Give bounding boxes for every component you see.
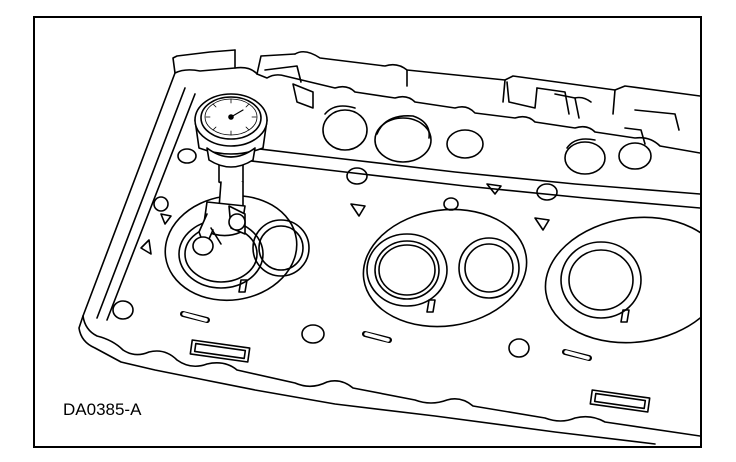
figure-frame: DA0385-A xyxy=(33,16,702,448)
bolt-holes-and-passages xyxy=(112,148,651,413)
figure-code-label: DA0385-A xyxy=(63,400,142,419)
cylinder-head-body xyxy=(78,49,700,445)
back-openings xyxy=(292,83,652,175)
cylinder-head-illustration xyxy=(78,49,700,445)
dial-indicator-icon xyxy=(192,93,268,256)
